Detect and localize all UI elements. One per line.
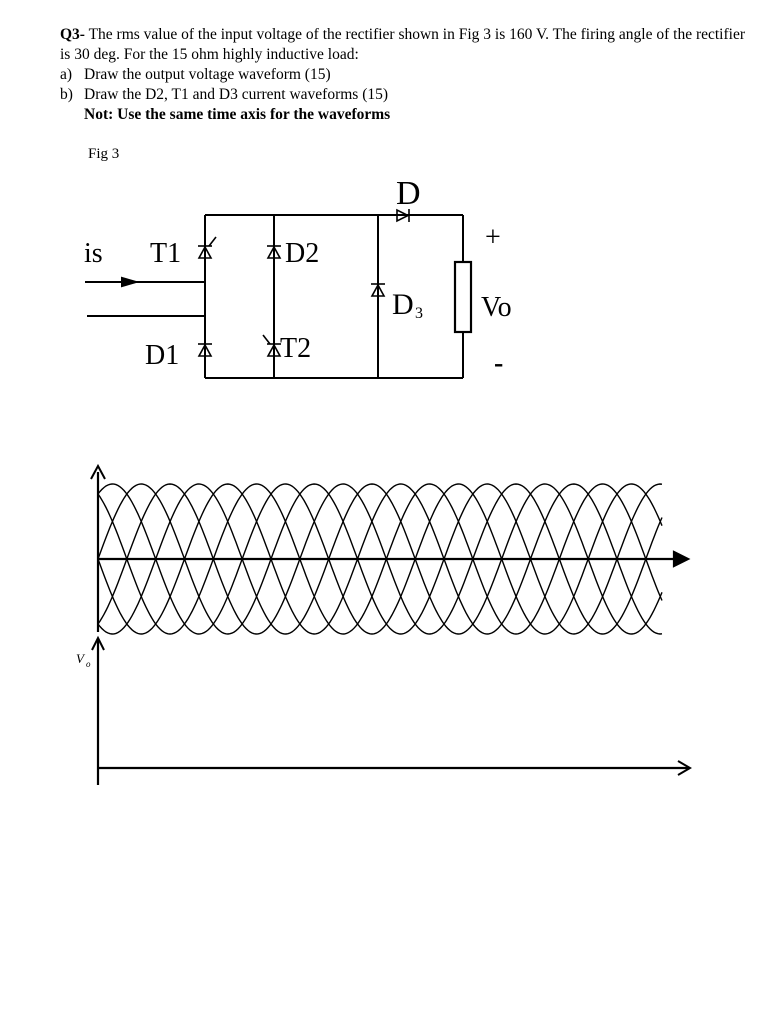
item-label: a) [60,66,73,83]
vo-x-arrow-icon [677,760,692,776]
sinusoid-curve [97,483,663,635]
vo-y-arrow-icon [91,635,105,651]
d3-subscript: 3 [415,305,423,322]
d2-label: D2 [285,238,319,269]
thyristor-t1-icon [197,236,217,259]
t1-label: T1 [150,238,181,269]
current-arrow-icon [121,276,140,288]
d-label: D [396,175,421,212]
vo-axis-subscript: o [86,659,91,669]
question-note: Not: Use the same time axis for the wave… [84,106,391,123]
d1-label: D1 [145,340,179,371]
sinusoid-curve [97,483,663,635]
sinusoid-curve [97,483,663,635]
question-item-a: a) Draw the output voltage waveform (15) [60,65,750,85]
circuit-labels: is T1 D2 D1 T2 D D 3 + Vo - [84,175,512,379]
minus-label: - [494,348,503,379]
question-text: Q3- The rms value of the input voltage o… [60,25,750,65]
diode-d1-icon [197,343,213,357]
question-item-b: b) Draw the D2, T1 and D3 current wavefor… [60,85,750,105]
thyristor-t2-icon [262,334,282,357]
sinusoid-curve [97,483,663,635]
source-current-label: is [84,238,103,269]
t2-label: T2 [280,333,311,364]
question-number: Q3- [60,26,85,43]
question-body: The rms value of the input voltage of th… [60,26,745,63]
diode-d-icon [396,208,410,223]
item-text: Draw the output voltage waveform (15) [84,66,331,83]
vo-label: Vo [481,292,512,323]
waveform-axes [90,463,691,632]
sinusoid-curve [97,483,663,635]
circuit-diagram [85,208,473,379]
d3-label: D [392,288,414,321]
figure-label: Fig 3 [88,146,120,162]
y-arrow-icon [90,463,106,480]
item-label: b) [60,86,73,103]
plus-label: + [485,222,501,253]
x-arrow-icon [672,550,691,568]
load-resistor [453,260,473,334]
diode-d3-icon [370,283,386,297]
sinusoid-grid [97,483,663,635]
question-block: Q3- The rms value of the input voltage o… [60,25,750,125]
vo-axes [91,635,692,785]
sinusoid-curve [97,483,663,635]
item-text: Draw the D2, T1 and D3 current waveforms… [84,86,389,103]
vo-axis-label: V [76,651,86,666]
diode-d2-icon [266,245,282,259]
